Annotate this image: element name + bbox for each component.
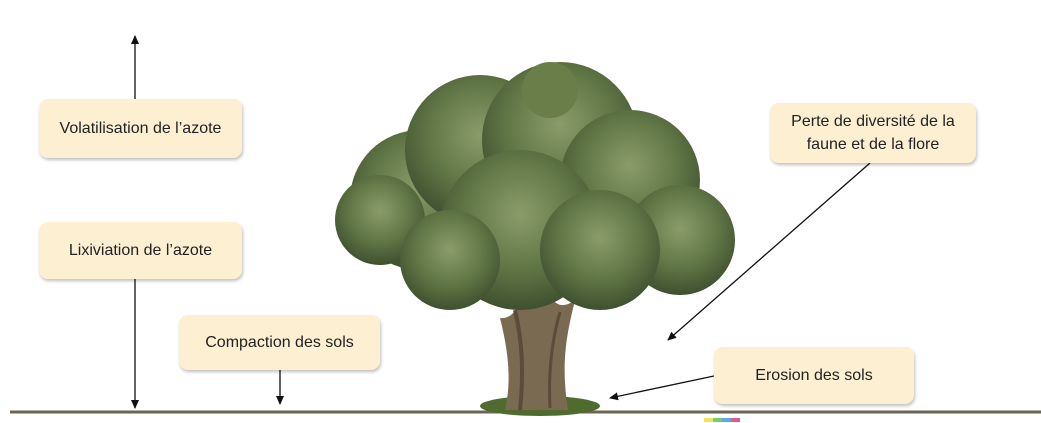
erosion-label: Erosion des sols bbox=[714, 347, 914, 404]
lixiviation-label: Lixiviation de l’azote bbox=[39, 222, 242, 279]
erosion-arrow bbox=[610, 376, 714, 398]
color-stripe-artifact bbox=[704, 418, 740, 422]
olive-tree-image bbox=[335, 62, 735, 416]
compaction-label: Compaction des sols bbox=[179, 315, 380, 370]
volatilisation-label: Volatilisation de l’azote bbox=[39, 99, 242, 158]
perte-diversite-label: Perte de diversité de la faune et de la … bbox=[770, 103, 976, 163]
